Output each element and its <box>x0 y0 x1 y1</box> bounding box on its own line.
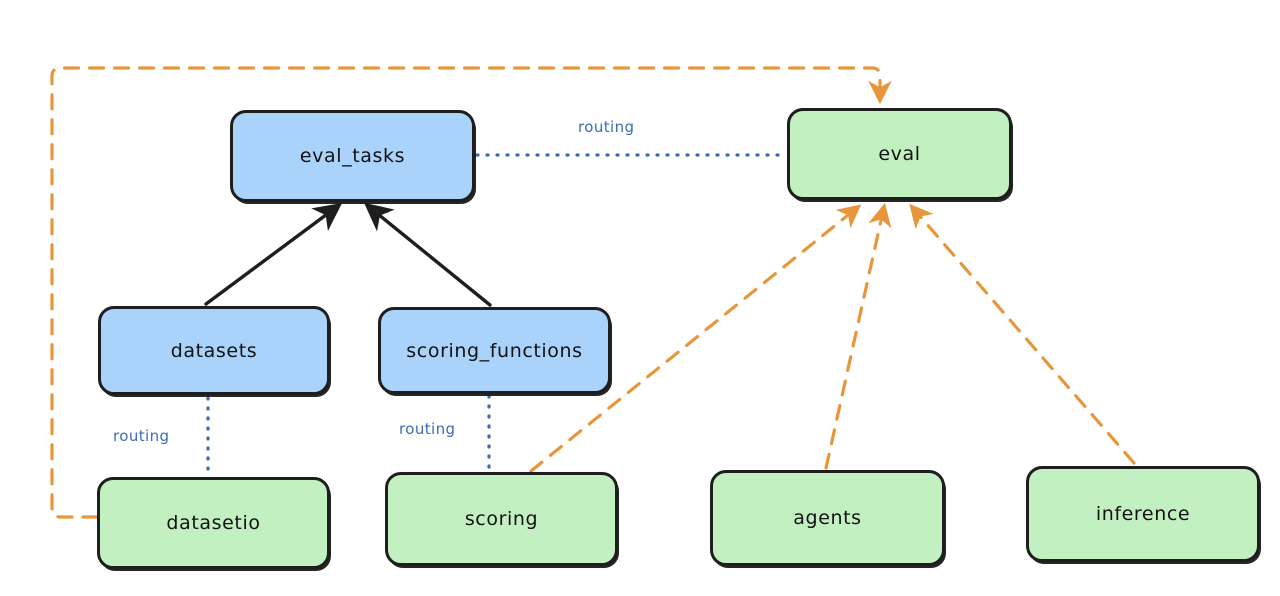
node-inference[interactable]: inference <box>1026 466 1260 562</box>
node-datasetio[interactable]: datasetio <box>97 477 330 569</box>
node-label-eval-tasks: eval_tasks <box>299 145 406 167</box>
edge-datasets-eval-tasks <box>204 202 343 306</box>
node-eval-tasks[interactable]: eval_tasks <box>230 110 475 202</box>
node-label-datasets: datasets <box>170 339 258 362</box>
edge-scoring-eval <box>529 204 862 473</box>
edge-agents-eval <box>824 202 892 470</box>
node-label-inference: inference <box>1095 503 1191 525</box>
node-eval[interactable]: eval <box>787 108 1012 200</box>
node-label-datasetio: datasetio <box>166 512 261 534</box>
edge-scoring-functions-eval-tasks <box>364 202 492 307</box>
node-label-eval: eval <box>878 143 921 165</box>
edge-label-routing-eval-tasks: routing <box>578 118 635 136</box>
edge-label-routing-datasets: routing <box>113 427 170 445</box>
node-agents[interactable]: agents <box>710 470 945 566</box>
edge-label-routing-scoring-functions: routing <box>399 420 456 438</box>
node-datasets[interactable]: datasets <box>98 306 330 395</box>
node-label-agents: agents <box>793 507 862 529</box>
edge-datasetio-eval <box>50 66 892 519</box>
edge-inference-eval <box>909 203 1136 465</box>
node-scoring[interactable]: scoring <box>385 472 618 566</box>
node-label-scoring-functions: scoring_functions <box>406 339 583 362</box>
node-label-scoring: scoring <box>464 508 539 530</box>
node-scoring-functions[interactable]: scoring_functions <box>378 307 611 394</box>
